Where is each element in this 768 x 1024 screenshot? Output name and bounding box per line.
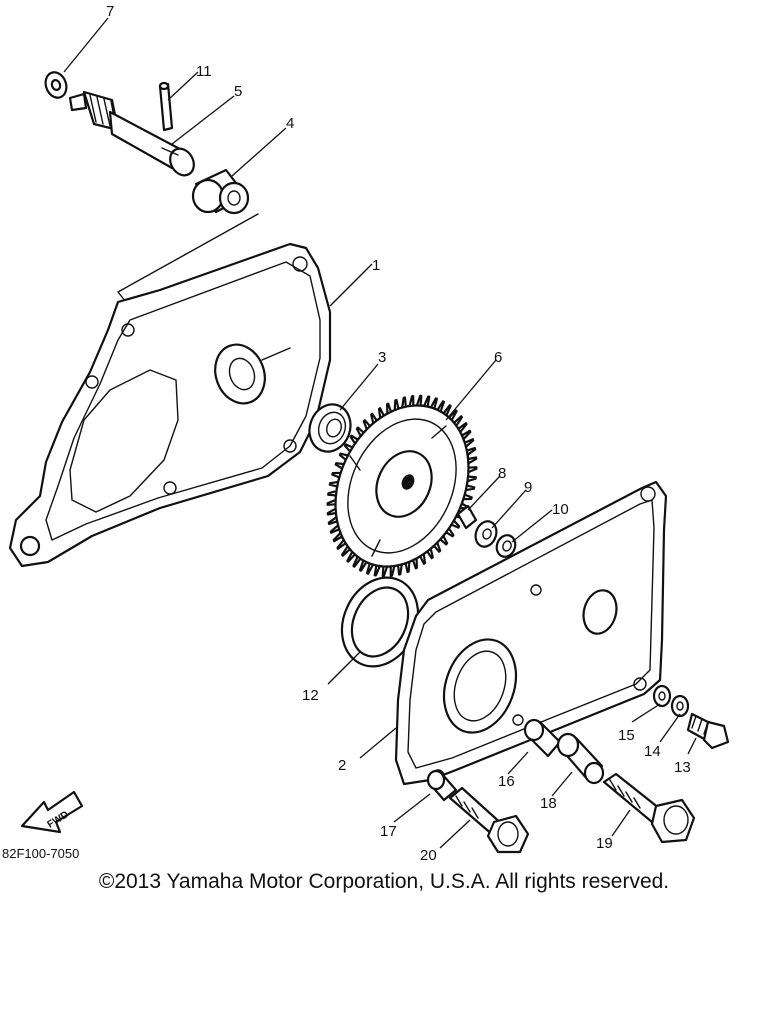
part-label-4: 4 <box>286 115 294 132</box>
part-label-16: 16 <box>498 773 515 790</box>
part-12-o-ring <box>340 576 420 668</box>
part-19-long-bolt <box>602 772 696 844</box>
part-label-10: 10 <box>552 501 569 518</box>
part-20-bolt <box>448 786 530 854</box>
part-label-20: 20 <box>420 847 437 864</box>
part-16-dowel <box>523 718 562 758</box>
part-5-worm-shaft <box>68 90 195 177</box>
part-2-cover-plate <box>394 480 668 786</box>
part-label-6: 6 <box>494 349 502 366</box>
part-label-3: 3 <box>378 349 386 366</box>
part-9-washer <box>474 520 498 548</box>
part-15-washer <box>652 684 672 708</box>
part-label-13: 13 <box>674 759 691 776</box>
part-label-2: 2 <box>338 757 346 774</box>
part-10-clip <box>495 534 517 558</box>
part-13-bolt <box>686 712 730 750</box>
part-label-11: 11 <box>196 63 212 80</box>
part-14-lock-washer <box>670 694 690 718</box>
part-label-17: 17 <box>380 823 397 840</box>
part-11-pin <box>158 81 174 132</box>
part-1-gear-case <box>8 242 332 568</box>
part-number-labels: 7 11 5 4 1 3 6 8 9 10 12 2 15 14 13 16 1… <box>106 3 691 864</box>
part-label-15: 15 <box>618 727 635 744</box>
copyright-notice: ©2013 Yamaha Motor Corporation, U.S.A. A… <box>98 870 670 893</box>
part-7-washer <box>44 71 68 99</box>
part-label-14: 14 <box>644 743 661 760</box>
part-label-12: 12 <box>302 687 319 704</box>
part-6-gear <box>326 394 478 578</box>
part-17-dowel <box>426 769 458 802</box>
part-4-bushing <box>191 168 250 215</box>
part-label-1: 1 <box>372 257 380 274</box>
part-label-7: 7 <box>106 3 114 20</box>
part-label-9: 9 <box>524 479 532 496</box>
part-label-19: 19 <box>596 835 613 852</box>
part-label-8: 8 <box>498 465 506 482</box>
fwd-arrow-icon: FWD <box>20 790 84 834</box>
part-8-key <box>456 504 478 530</box>
part-label-5: 5 <box>234 83 242 100</box>
part-label-18: 18 <box>540 795 557 812</box>
part-18-collar <box>556 732 605 785</box>
drawing-code: 82F100-7050 <box>2 846 79 861</box>
part-3-bearing <box>308 403 352 453</box>
leader-lines <box>63 17 697 849</box>
